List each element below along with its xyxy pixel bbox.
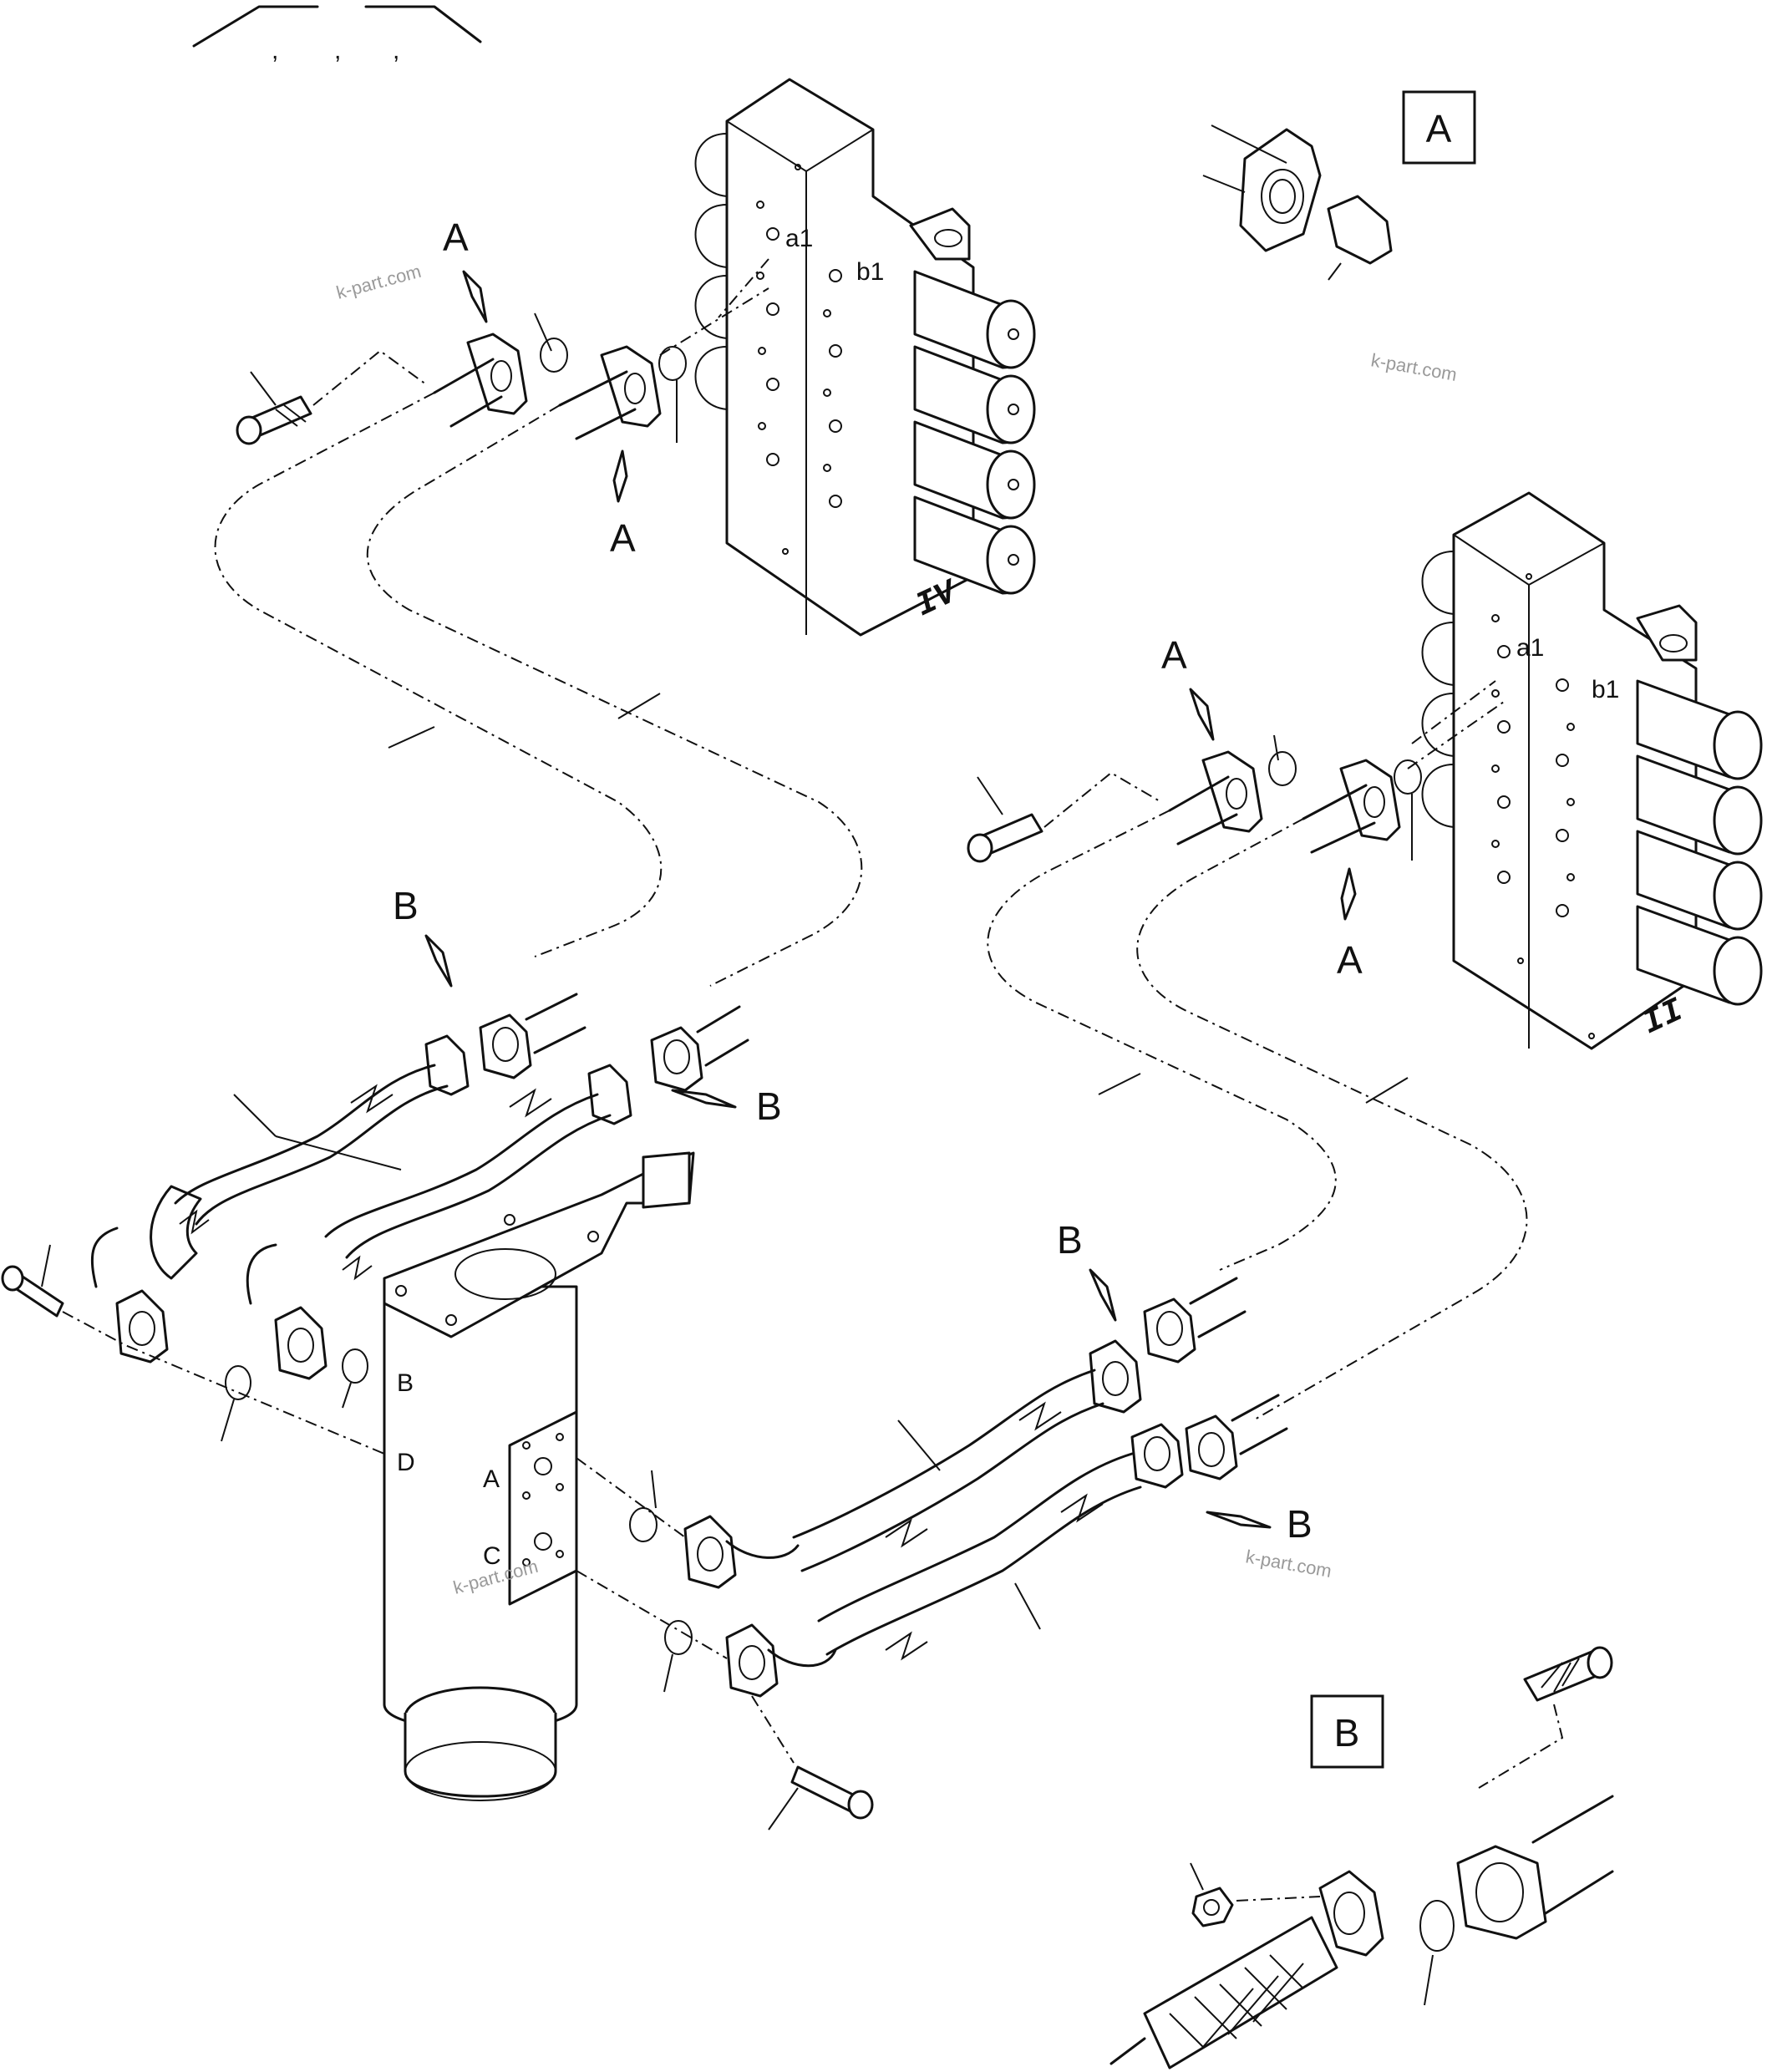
- cylinder-port-b: B: [397, 1369, 414, 1397]
- detail-a-box: [1402, 90, 1476, 165]
- valve-block-iv: a1 b1 IV: [694, 78, 1036, 637]
- valve-block-ii: a1 b1 II: [1421, 491, 1763, 1050]
- callout-b-1: B: [393, 884, 419, 927]
- cylinder-body: B D A C: [383, 1151, 695, 1801]
- watermark-2: k-part.com: [1369, 349, 1459, 385]
- port-b1-lower: b1: [1592, 676, 1619, 703]
- watermark-1: k-part.com: [334, 261, 424, 303]
- cylinder-port-c: C: [483, 1542, 501, 1570]
- callout-b-3: B: [1057, 1218, 1083, 1262]
- comma-2: ,: [334, 37, 341, 64]
- routing-lines: [214, 392, 1528, 1421]
- watermark-4: k-part.com: [1244, 1546, 1333, 1582]
- detail-b-box: [1310, 1694, 1384, 1769]
- comma-3: ,: [393, 37, 399, 64]
- callout-b-2: B: [756, 1084, 782, 1128]
- upper-flange-group: [236, 258, 769, 445]
- left-hoses: [1, 993, 749, 1455]
- detail-b-label: B: [1334, 1711, 1360, 1755]
- comma-1: ,: [272, 37, 278, 64]
- cylinder-port-a: A: [483, 1465, 500, 1493]
- port-a1-lower: a1: [1516, 634, 1544, 662]
- detail-a-label: A: [1426, 107, 1452, 150]
- header-bracket: , , ,: [192, 5, 482, 64]
- detail-b: B: [1109, 1646, 1614, 2069]
- callout-b-4: B: [1287, 1502, 1313, 1546]
- right-hoses: [576, 1277, 1288, 1831]
- callout-a-4: A: [1337, 938, 1363, 982]
- callout-a-2: A: [610, 516, 636, 560]
- callout-a-1: A: [443, 216, 469, 259]
- callout-a-3: A: [1161, 633, 1187, 677]
- detail-a: A: [1202, 90, 1476, 281]
- callouts: A A A A B B B B: [393, 216, 1363, 1546]
- lower-flange-group: [967, 680, 1505, 863]
- port-b1-upper: b1: [856, 258, 884, 286]
- port-a1-upper: a1: [785, 225, 813, 252]
- cylinder-port-d: D: [397, 1449, 415, 1476]
